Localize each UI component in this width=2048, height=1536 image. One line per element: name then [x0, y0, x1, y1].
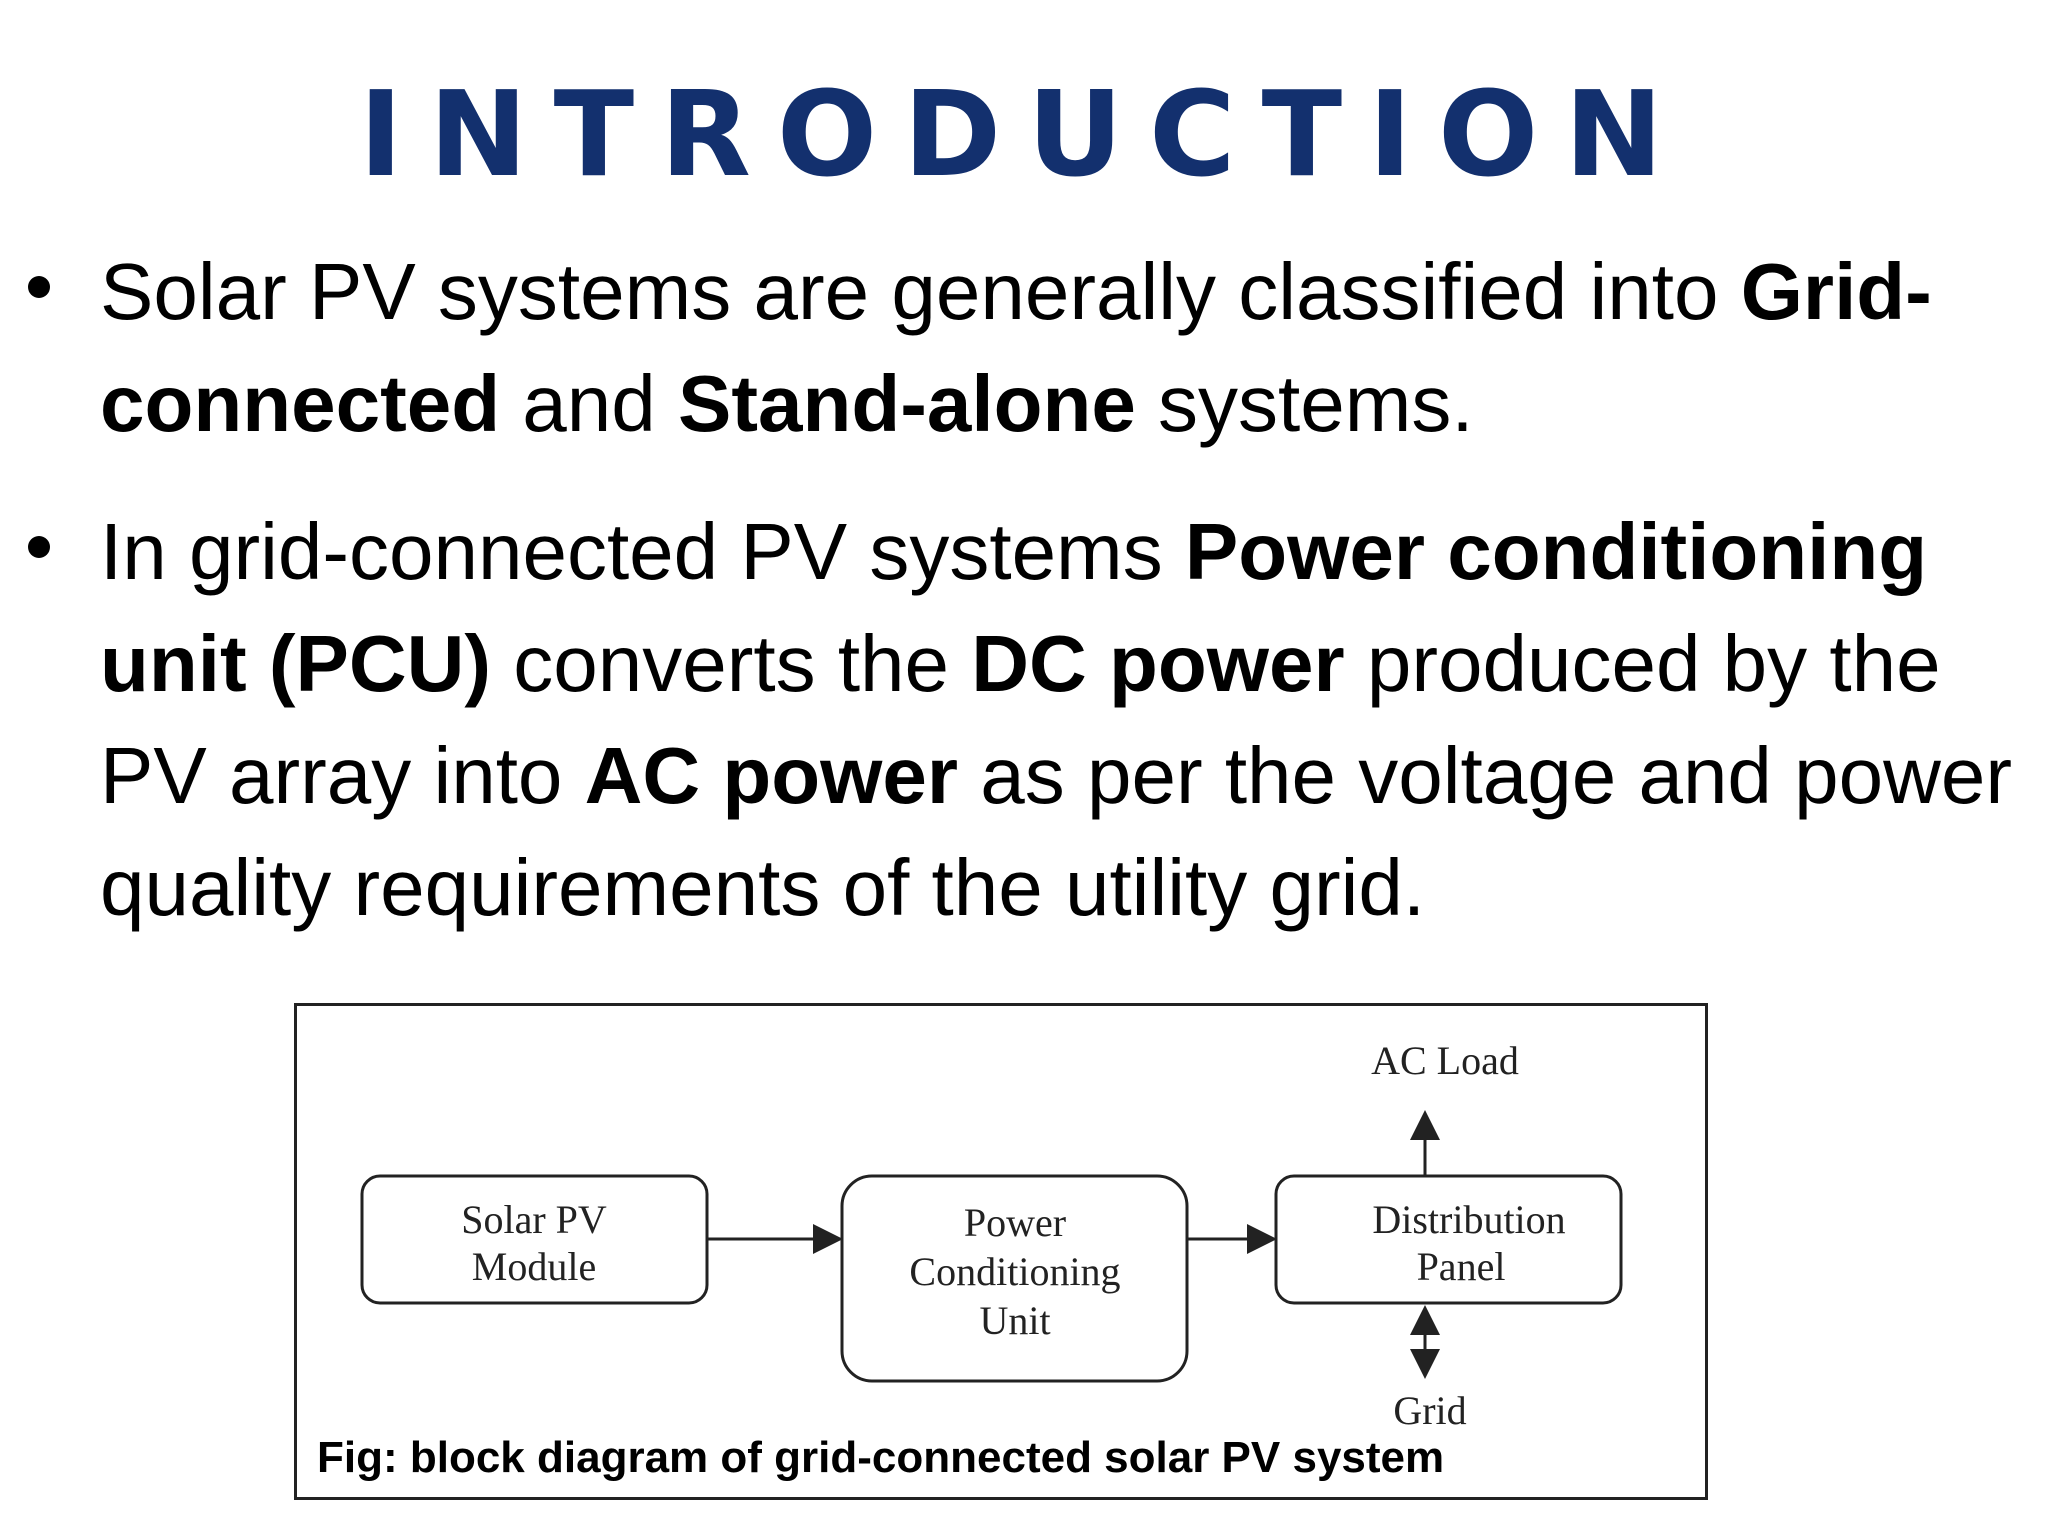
- solar-pv-module-label-line1: Solar PV: [461, 1197, 607, 1242]
- slide-title: INTRODUCTION: [358, 65, 1690, 203]
- distribution-panel-label-line2: Panel: [1417, 1244, 1506, 1289]
- bold-text-run: Grid-connected: [100, 247, 1932, 448]
- ac-load-label: AC Load: [1371, 1038, 1519, 1083]
- bullet-text: In grid-connected PV systems Power condi…: [100, 507, 2012, 932]
- figure-caption: Fig: block diagram of grid-connected sol…: [317, 1433, 1445, 1482]
- grid-label: Grid: [1393, 1388, 1466, 1433]
- pcu-label-line3: Unit: [979, 1298, 1050, 1343]
- text-run: and: [500, 359, 679, 448]
- bullet-list: Solar PV systems are generally classifie…: [20, 236, 2020, 980]
- power-conditioning-unit-block: Power Conditioning Unit: [840, 1174, 1189, 1383]
- bold-text-run: Power conditioning unit (PCU): [100, 507, 1928, 708]
- text-run: converts the: [491, 619, 972, 708]
- bold-text-run: Stand-alone: [678, 359, 1136, 448]
- text-run: systems.: [1135, 359, 1474, 448]
- text-run: as per the voltage and power quality req…: [100, 731, 2013, 932]
- text-run: Solar PV systems are generally classifie…: [100, 247, 1741, 336]
- bold-text-run: DC power: [971, 619, 1345, 708]
- block-diagram: Solar PV Module Power Conditioning Unit …: [360, 1038, 1623, 1433]
- pcu-label-line1: Power: [964, 1200, 1066, 1245]
- text-run: In grid-connected PV systems: [100, 507, 1185, 596]
- bullet-item-pcu: In grid-connected PV systems Power condi…: [20, 496, 2020, 944]
- bullet-icon: [28, 536, 50, 558]
- bullet-text: Solar PV systems are generally classifie…: [100, 247, 1932, 448]
- pcu-label-line2: Conditioning: [909, 1249, 1120, 1294]
- bold-text-run: AC power: [584, 731, 959, 820]
- bullet-icon: [28, 276, 50, 298]
- distribution-panel-label-line1: Distribution: [1372, 1197, 1565, 1242]
- distribution-panel-block: Distribution Panel: [1274, 1174, 1623, 1305]
- solar-pv-module-block: Solar PV Module: [360, 1174, 709, 1305]
- block-diagram-figure: Solar PV Module Power Conditioning Unit …: [294, 1003, 1708, 1500]
- text-run: produced by the PV array into: [100, 619, 1941, 820]
- bullet-item-classification: Solar PV systems are generally classifie…: [20, 236, 2020, 460]
- solar-pv-module-label-line2: Module: [472, 1244, 596, 1289]
